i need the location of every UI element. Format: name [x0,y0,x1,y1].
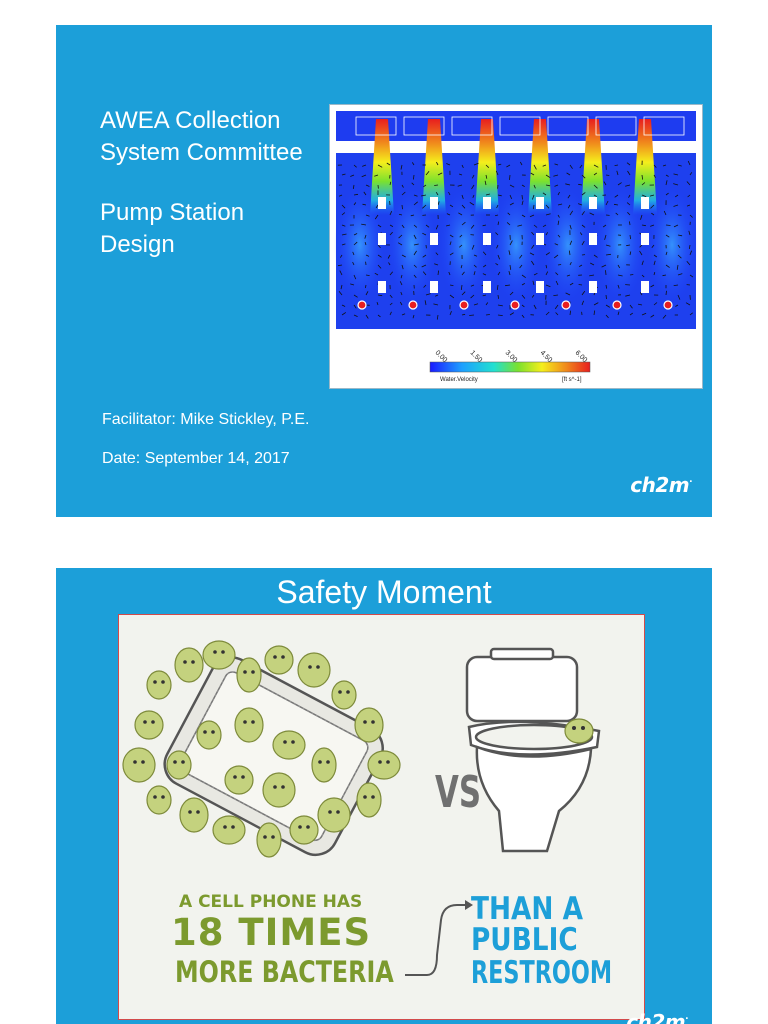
bacteria-icon [179,797,209,833]
date-text: Date: September 14, 2017 [102,450,290,467]
subtitle-line-2: Design [100,231,175,258]
bacteria-icon [272,730,306,760]
restroom-text-line-2: PUBLIC [471,922,578,958]
bacteria-icon [354,707,384,743]
slide-title: AWEA Collection System Committee [100,105,303,169]
title-line-2: System Committee [100,139,303,166]
bacteria-icon [236,657,262,693]
bacteria-icon [146,670,172,700]
bacteria-icon [166,750,192,780]
bacteria-icon [202,640,236,670]
velocity-field-image: 0.00 1.50 3.00 4.50 6.00 Water.Velocity … [334,111,698,383]
velocity-simulation-figure: 0.00 1.50 3.00 4.50 6.00 Water.Velocity … [329,104,703,389]
bacteria-icon [367,750,401,780]
bacteria-icon [212,815,246,845]
bacteria-infographic: VS A CELL PHONE HAS 18 TIMES MORE BACTER… [118,614,645,1020]
safety-slide: Safety Moment [56,568,712,1024]
bacteria-icon [289,815,319,845]
arrow-icon [405,904,465,976]
phone-text-line-1: A CELL PHONE HAS [179,892,363,912]
title-slide: AWEA Collection System Committee Pump St… [56,25,712,517]
bacteria-icon [174,647,204,683]
bacteria-icon [196,720,222,750]
bacteria-icon [264,645,294,675]
vs-label: VS [435,767,482,818]
subtitle-line-1: Pump Station [100,199,245,226]
colorbar-label: Water.Velocity [440,377,478,383]
infographic-illustration [122,640,601,976]
bacteria-icon [331,680,357,710]
bacteria-icon [564,718,594,744]
phone-text-line-2: 18 TIMES [171,911,372,954]
ch2m-logo: ch2m· [630,473,692,497]
slide-subtitle: Pump Station Design [100,197,244,261]
bacteria-icon [317,797,351,833]
bacteria-icon [311,747,337,783]
toilet-icon [465,647,601,853]
bacteria-icon [146,785,172,815]
bacteria-icon [297,652,331,688]
title-line-1: AWEA Collection [100,107,281,134]
facilitator-text: Facilitator: Mike Stickley, P.E. [102,411,310,428]
bacteria-icon [122,747,156,783]
restroom-text-line-3: RESTROOM [471,955,613,991]
logo-text: ch2m [630,473,690,497]
bacteria-icon [262,772,296,808]
ch2m-logo: ch2m· [626,1010,688,1024]
bacteria-icon [256,822,282,858]
bacteria-icon [234,707,264,743]
colorbar-units: [ft s^-1] [562,377,582,383]
bacteria-icon [356,782,382,818]
logo-text: ch2m [626,1010,686,1024]
bacteria-icon [224,765,254,795]
bacteria-icon [134,710,164,740]
phone-text-line-3: MORE BACTERIA [175,955,394,989]
slide-title: Safety Moment [276,574,492,610]
restroom-text-line-1: THAN A [471,891,584,927]
